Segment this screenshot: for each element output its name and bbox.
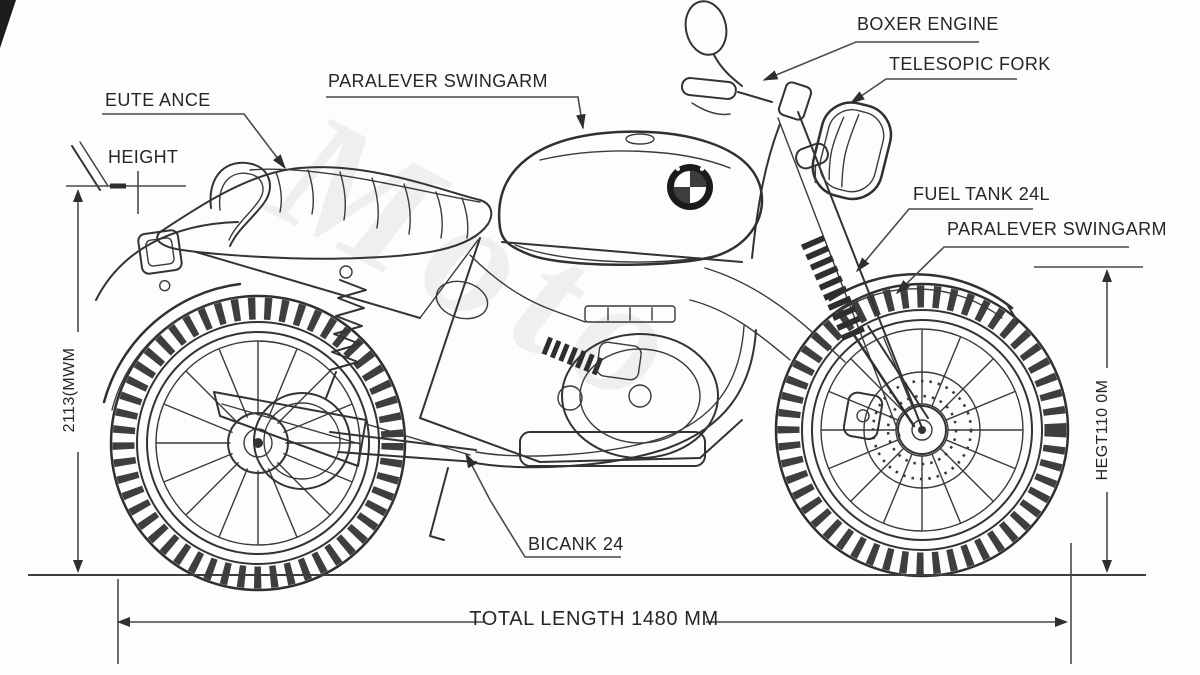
crankcase <box>519 431 706 467</box>
bmw-roundel-icon <box>667 164 713 210</box>
cable <box>704 267 846 363</box>
rear-shock <box>325 265 367 399</box>
grip <box>680 77 737 100</box>
label-crank-bottom: BICANK 24 <box>528 534 624 554</box>
motorcycle-drawing <box>71 0 1070 592</box>
cable <box>469 254 586 323</box>
leader-boxer-engine <box>762 41 979 81</box>
fuel-tank <box>497 130 764 266</box>
front-fender <box>828 273 1019 323</box>
rear-wheel <box>109 294 407 592</box>
label-right-vertical-dimension: HEGT110 0M <box>1094 379 1111 481</box>
dimension-lines <box>28 171 1146 664</box>
label-paralever-swingarm-top: PARALEVER SWINGARM <box>328 71 548 91</box>
fender-tip <box>71 145 101 191</box>
label-fuel-tank: FUEL TANK 24L <box>913 184 1050 204</box>
headlight <box>811 101 893 201</box>
muffler <box>213 391 367 467</box>
label-boxer-engine: BOXER ENGINE <box>857 14 999 34</box>
leader-fuel-tank <box>855 208 1033 273</box>
mirror-stalk <box>713 54 743 87</box>
leader-paralever-right <box>895 246 1129 295</box>
brake-lever <box>691 102 731 116</box>
intake-hose <box>541 336 606 377</box>
callout-leader-lines <box>102 41 1129 558</box>
instrument-cluster <box>777 81 813 121</box>
carburetor <box>596 341 642 381</box>
boxer-engine <box>469 254 846 467</box>
tail-light <box>137 229 183 292</box>
seat-ribs <box>275 169 469 239</box>
label-total-length: TOTAL LENGTH 1480 MM <box>469 608 719 630</box>
side-stand <box>429 467 449 541</box>
label-telescopic-fork: TELESOPIC FORK <box>889 54 1051 74</box>
front-wheel <box>774 282 1070 578</box>
front-brake-disc <box>863 371 981 489</box>
fork-gaiter <box>801 235 865 341</box>
exhaust <box>213 325 757 469</box>
leader-exhaust-left <box>102 113 286 170</box>
cable <box>689 299 791 361</box>
rear-fender <box>71 141 242 411</box>
leader-crank-bottom <box>465 452 621 558</box>
rear-spokes <box>156 341 360 545</box>
label-left-vertical-dimension: 2113(MWM <box>61 347 78 433</box>
side-cover <box>435 280 489 320</box>
brake-caliper <box>842 391 884 441</box>
label-paralever-swingarm-right: PARALEVER SWINGARM <box>947 219 1167 239</box>
grab-rail <box>209 161 271 247</box>
handlebar <box>680 0 813 121</box>
swingarm <box>329 431 477 451</box>
oil-cooler <box>584 305 676 323</box>
corner-artifact <box>0 0 16 48</box>
label-height: HEIGHT <box>108 147 179 167</box>
leader-telescopic-fork <box>849 78 1017 104</box>
filler-cap <box>625 133 655 145</box>
label-exhaust-left: EUTE ANCE <box>105 90 211 110</box>
leader-paralever-top <box>326 96 586 130</box>
turn-signal <box>795 142 829 184</box>
mirror <box>684 0 728 56</box>
front-spokes <box>821 329 1023 531</box>
